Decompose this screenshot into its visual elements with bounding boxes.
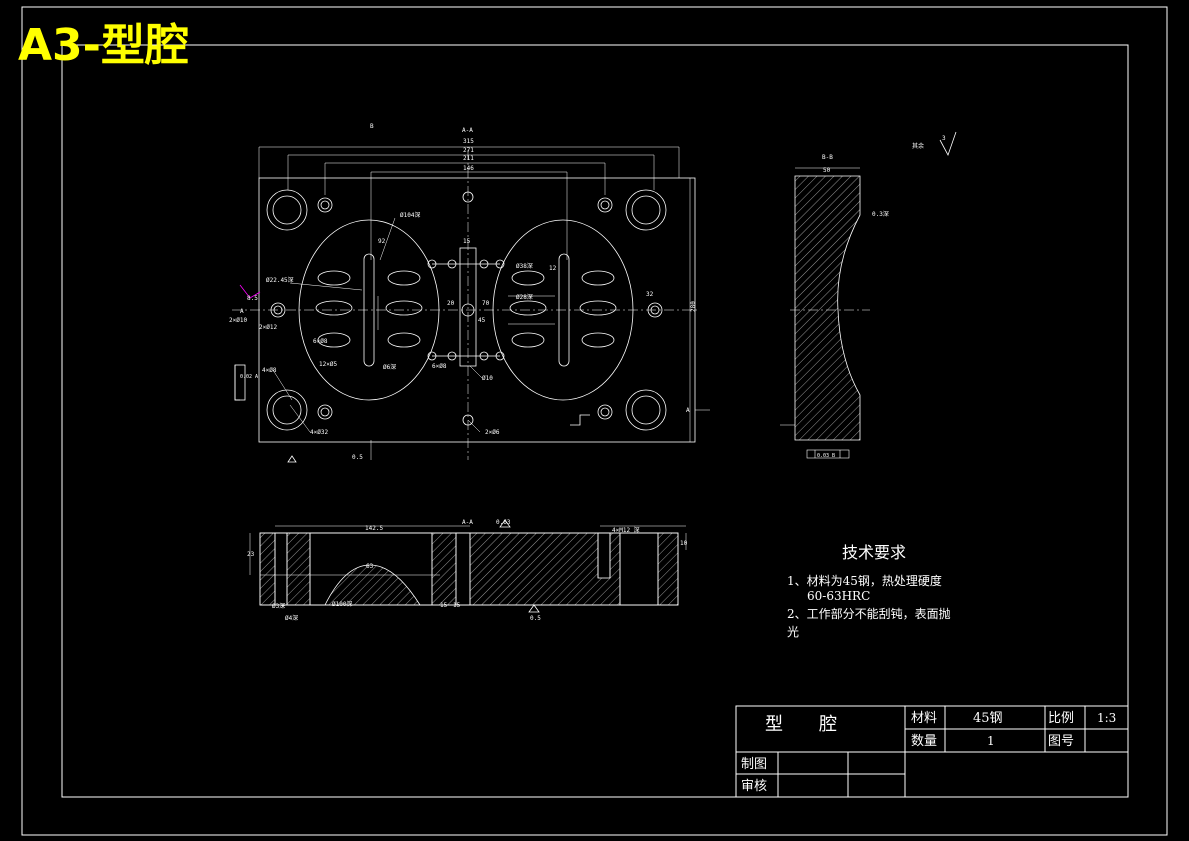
outer-border xyxy=(21,6,1168,836)
svg-text:2×Ø10: 2×Ø10 xyxy=(229,317,247,324)
title-block-text: 型 腔 材料 45钢 比例 1:3 数量 1 图号 制图 审核 xyxy=(741,711,1116,794)
svg-text:4×Ø32: 4×Ø32 xyxy=(310,429,328,436)
svg-text:A-A: A-A xyxy=(462,519,473,526)
svg-text:92: 92 xyxy=(378,238,386,245)
svg-text:12×Ø5: 12×Ø5 xyxy=(319,361,337,368)
svg-text:8.5: 8.5 xyxy=(247,295,258,302)
section-label-aa: A-A xyxy=(462,127,473,134)
svg-text:15: 15 xyxy=(440,602,448,609)
section-view-labels: A-A 142.5 0.63 4×M12 深 23 63 Ø3深 Ø4深 Ø10… xyxy=(247,519,688,622)
side-view xyxy=(780,131,957,459)
svg-text:2×Ø6: 2×Ø6 xyxy=(485,429,500,436)
svg-text:0.63: 0.63 xyxy=(496,519,511,526)
inner-border xyxy=(61,44,1129,798)
side-section-hatch xyxy=(794,175,861,441)
svg-text:数量: 数量 xyxy=(911,734,937,749)
svg-text:材料: 材料 xyxy=(911,711,937,726)
svg-text:315: 315 xyxy=(463,138,474,145)
svg-text:4×M12 深: 4×M12 深 xyxy=(612,526,640,534)
svg-text:Ø104深: Ø104深 xyxy=(400,211,420,219)
svg-text:Ø28深: Ø28深 xyxy=(516,293,533,301)
svg-text:1: 1 xyxy=(987,734,995,748)
svg-text:6×Ø8: 6×Ø8 xyxy=(313,338,328,345)
section-view xyxy=(249,519,687,613)
svg-text:0.5: 0.5 xyxy=(530,615,541,622)
svg-text:146: 146 xyxy=(463,165,474,172)
page-title: A3-型腔 xyxy=(18,20,189,71)
svg-text:Ø6深: Ø6深 xyxy=(383,363,396,371)
svg-text:图号: 图号 xyxy=(1048,734,1074,749)
svg-text:45: 45 xyxy=(478,317,486,324)
svg-text:B: B xyxy=(370,123,374,130)
svg-text:63: 63 xyxy=(366,563,374,570)
svg-text:15: 15 xyxy=(463,238,471,245)
title-block xyxy=(735,705,1129,798)
svg-text:1:3: 1:3 xyxy=(1097,711,1116,725)
cavity-right xyxy=(492,219,634,401)
top-view xyxy=(232,146,710,463)
svg-text:审核: 审核 xyxy=(741,779,767,794)
svg-text:45钢: 45钢 xyxy=(973,711,1003,726)
part-name: 型 腔 xyxy=(765,714,837,735)
svg-text:A: A xyxy=(686,407,690,414)
top-view-labels: A-A 315 271 211 146 B 280 Ø104深 92 15 Ø2… xyxy=(229,123,697,461)
svg-text:0.3深: 0.3深 xyxy=(872,210,889,218)
cavity-left xyxy=(298,219,440,401)
svg-text:32: 32 xyxy=(646,291,654,298)
svg-text:10: 10 xyxy=(680,540,688,547)
svg-text:4×Ø8: 4×Ø8 xyxy=(262,367,277,374)
roughness-mark-magenta xyxy=(239,284,261,299)
svg-text:211: 211 xyxy=(463,155,474,162)
svg-text:制图: 制图 xyxy=(741,757,767,772)
svg-text:0.02 A: 0.02 A xyxy=(240,374,258,380)
svg-text:Ø4深: Ø4深 xyxy=(285,614,298,622)
svg-text:50: 50 xyxy=(823,167,831,174)
side-view-labels: B-B 50 0.3深 0.03 B 其余 3 xyxy=(817,135,946,459)
svg-text:23: 23 xyxy=(247,551,255,558)
roughness-label: 其余 xyxy=(912,142,924,150)
svg-text:Ø3深: Ø3深 xyxy=(272,602,285,610)
svg-text:1、材料为45钢，热处理硬度: 1、材料为45钢，热处理硬度 xyxy=(787,573,942,588)
svg-text:60-63HRC: 60-63HRC xyxy=(807,589,870,603)
svg-text:2×Ø12: 2×Ø12 xyxy=(259,324,277,331)
svg-text:6×Ø8: 6×Ø8 xyxy=(432,363,447,370)
svg-text:0.5: 0.5 xyxy=(352,454,363,461)
svg-text:2、工作部分不能刮钝，表面抛: 2、工作部分不能刮钝，表面抛 xyxy=(787,606,951,621)
svg-text:A: A xyxy=(240,308,244,315)
svg-text:光: 光 xyxy=(787,625,799,639)
svg-text:271: 271 xyxy=(463,147,474,154)
svg-text:Ø100深: Ø100深 xyxy=(332,600,352,608)
svg-text:Ø22.45深: Ø22.45深 xyxy=(266,276,294,284)
tech-requirements: 技术要求 1、材料为45钢，热处理硬度 60-63HRC 2、工作部分不能刮钝，… xyxy=(787,543,951,639)
svg-text:0.03 B: 0.03 B xyxy=(817,453,835,459)
svg-text:12: 12 xyxy=(549,265,557,272)
svg-text:Ø10: Ø10 xyxy=(482,375,493,382)
svg-text:15: 15 xyxy=(453,602,461,609)
svg-text:280: 280 xyxy=(690,301,697,312)
svg-text:3: 3 xyxy=(942,135,946,142)
svg-text:142.5: 142.5 xyxy=(365,525,383,532)
svg-text:20: 20 xyxy=(447,300,455,307)
svg-text:B-B: B-B xyxy=(822,154,833,161)
tech-title: 技术要求 xyxy=(842,543,906,562)
svg-text:Ø38深: Ø38深 xyxy=(516,262,533,270)
svg-text:70: 70 xyxy=(482,300,490,307)
svg-text:比例: 比例 xyxy=(1048,711,1074,726)
